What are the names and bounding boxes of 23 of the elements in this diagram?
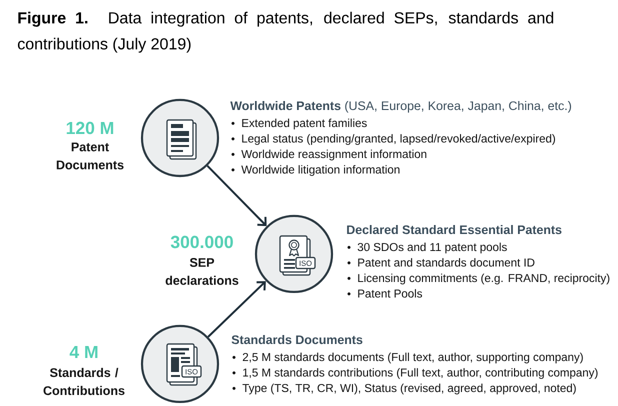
list-item: Legal status (pending/granted, lapsed/revoked/active/expired) bbox=[242, 134, 556, 145]
list-item: 2,5 M standards documents (Full text, author, supporting company) bbox=[242, 352, 583, 364]
arrow bbox=[206, 165, 267, 226]
list-item: Extended patent families bbox=[242, 118, 367, 130]
list-item: Licensing commitments (e.g. FRAND, reciprocity) bbox=[358, 274, 610, 284]
caption: Figure 1. Data integration of patents, declared SEPs, standards and contributions (July 2019) bbox=[18, 12, 554, 53]
list-item: Type (TS, TR, CR, WI), Status (revised, agreed, approved, noted) bbox=[242, 384, 576, 394]
stat-number: 4 M bbox=[70, 346, 98, 358]
section-heading: Standards Documents bbox=[232, 335, 362, 344]
section-heading: Declared Standard Essential Patents bbox=[347, 225, 562, 234]
section-heading: Worldwide Patents (USA, Europe, Korea, Japan, China, etc.) bbox=[230, 101, 572, 113]
stat-number: 300.000 bbox=[170, 236, 233, 248]
stat-label: Standards / Contributions bbox=[44, 368, 124, 396]
list-item: Worldwide reassignment information bbox=[241, 150, 426, 160]
list-item: 30 SDOs and 11 patent pools bbox=[358, 242, 507, 254]
list-item: Worldwide litigation information bbox=[241, 165, 400, 176]
stat-label: SEP declarations bbox=[166, 258, 238, 285]
stat-number: 120 M bbox=[66, 122, 114, 134]
list-item: 1,5 M standards contributions (Full text, author, contributing company) bbox=[243, 368, 598, 379]
stat-label: Patent Documents bbox=[56, 142, 124, 170]
list-item: Patent and standards document ID bbox=[358, 258, 534, 267]
list-item: Patent Pools bbox=[358, 289, 422, 298]
arrow bbox=[207, 281, 266, 338]
